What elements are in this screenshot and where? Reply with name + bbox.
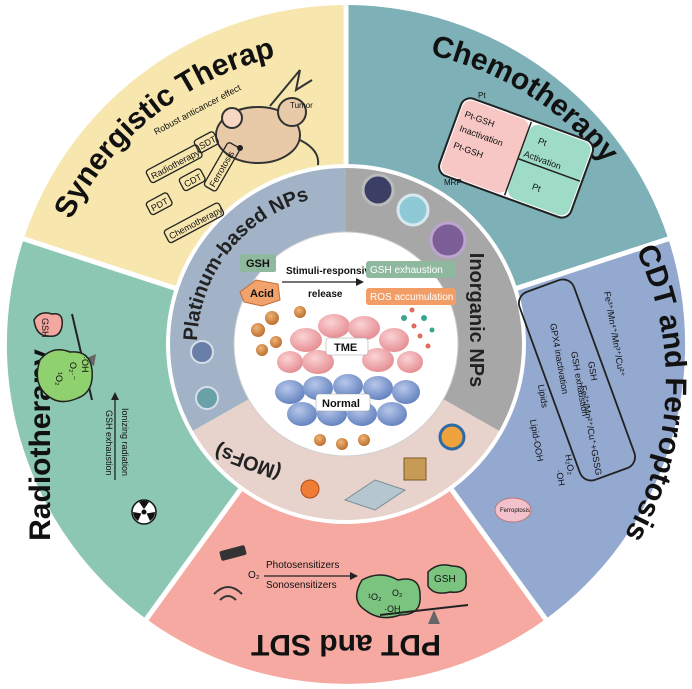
inorganic-nanoparticles	[361, 173, 467, 259]
radio-gsh-exhaustion: GSH exhaustion	[104, 410, 114, 476]
center-content: GSH Acid Stimuli-responsive release GSH …	[239, 254, 456, 450]
pdt-o2-cloud: O₂	[392, 588, 403, 598]
radiation-icon	[131, 499, 157, 525]
center-gsh: GSH	[246, 258, 270, 270]
drug-nanoparticles	[251, 306, 370, 450]
seesaw-icon	[379, 604, 469, 624]
center-acid: Acid	[250, 288, 274, 300]
ros-dots	[401, 307, 435, 349]
ultrasound-waves-icon	[213, 586, 243, 601]
cdt-gsh: GSH	[586, 361, 599, 382]
cdt-lipids: Lipids	[536, 384, 550, 409]
center-release: release	[308, 289, 343, 300]
chemo-content: Inactivation Pt-GSH Pt-GSH Activation Pt…	[361, 91, 595, 259]
tumor-cells	[277, 314, 423, 374]
chemo-pt-top: Pt	[478, 91, 486, 100]
radio-content: GSH O₂·⁻ ¹O₂ ·OH GSH exhaustion Ionizing…	[33, 312, 157, 525]
ring-label-inorganic: Inorganic NPs	[465, 253, 487, 387]
chemo-pt-1: Pt	[537, 136, 549, 148]
radio-o2s: ¹O₂	[54, 372, 64, 386]
radio-ionizing: Ionizing radiation	[120, 408, 130, 476]
center-ros-accumulation: ROS accumulation	[370, 292, 453, 303]
pdt-sonosensitizers: Sonosensitizers	[266, 580, 337, 591]
tumor-label: Tumor	[290, 101, 313, 110]
chemo-pt-2: Pt	[531, 182, 543, 194]
radio-o2m: O₂·⁻	[68, 362, 78, 380]
radio-gsh: GSH	[40, 318, 50, 338]
ring-nanoparticles	[190, 340, 466, 511]
mouse-illustration	[215, 69, 320, 166]
title-pdt-sdt: PDT and SDT	[251, 628, 441, 661]
cdt-ferroptosis-cell: Ferroptosis	[500, 508, 530, 514]
center-normal: Normal	[322, 398, 360, 410]
pdt-content: O₂ Photosensitizers Sonosensitizers ¹O₂ …	[213, 545, 469, 624]
center-tme: TME	[334, 342, 357, 354]
pdt-o2: O₂	[248, 570, 260, 581]
flashlight-icon	[219, 545, 247, 561]
chemo-mrp: MRP	[444, 178, 462, 187]
radio-oh: ·OH	[80, 356, 90, 373]
pdt-oh: ·OH	[384, 604, 401, 614]
pdt-gsh: GSH	[434, 574, 456, 585]
pdt-photosensitizers: Photosensitizers	[266, 560, 339, 571]
center-gsh-exhaustion: GSH exhaustion	[370, 265, 443, 276]
cdt-h2o2: H₂O₂	[563, 454, 576, 476]
pdt-singlet-o2: ¹O₂	[368, 592, 382, 602]
center-stimuli: Stimuli-responsive	[286, 266, 376, 277]
radio-ros-cloud	[36, 349, 93, 403]
cdt-oh: ·OH	[554, 469, 567, 487]
